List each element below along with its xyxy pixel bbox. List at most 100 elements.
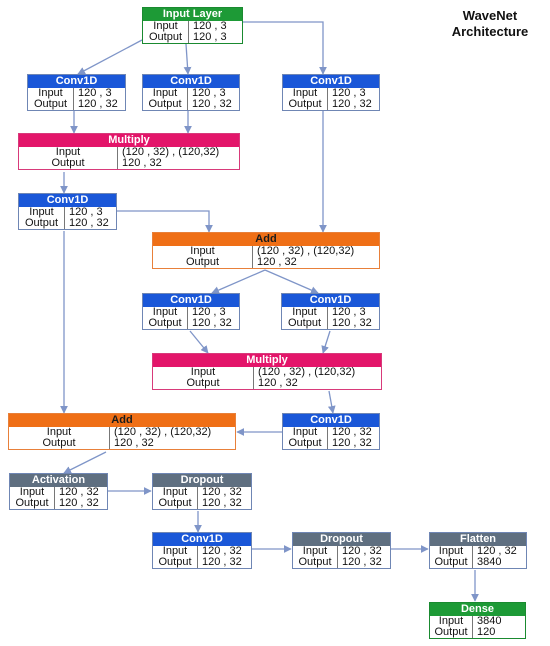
output-value: 120 , 32: [202, 557, 242, 568]
input-value: (120 , 32) , (120,32): [122, 147, 220, 158]
node-conv1d-1: Conv1D Input 120 , 3 Output 120 , 32: [27, 74, 126, 111]
edge-conv4-to-add1: [117, 210, 213, 233]
output-value: 120 , 32: [332, 438, 372, 449]
edge-multiply2-to-conv7: [327, 390, 336, 414]
node-header: Conv1D: [28, 75, 125, 88]
output-label: Output: [430, 557, 473, 568]
input-value: 120 , 3: [332, 307, 366, 318]
output-label: Output: [282, 318, 328, 329]
node-header: Multiply: [19, 134, 239, 147]
input-label: Input: [143, 21, 189, 32]
input-label: Input: [28, 88, 74, 99]
output-label: Output: [153, 557, 198, 568]
node-header: Conv1D: [143, 75, 239, 88]
input-value: (120 , 32) , (120,32): [258, 367, 356, 378]
node-header: Conv1D: [282, 294, 379, 307]
node-header: Multiply: [153, 354, 381, 367]
input-label: Input: [10, 487, 55, 498]
output-label: Output: [28, 99, 74, 110]
node-conv1d-3: Conv1D Input 120 , 3 Output 120 , 32: [282, 74, 380, 111]
edge-conv5-to-multiply2: [189, 330, 209, 354]
input-value: 120 , 32: [332, 427, 372, 438]
input-label: Input: [9, 427, 110, 438]
input-value: 120 , 3: [332, 88, 366, 99]
output-label: Output: [153, 257, 253, 268]
edge-add1-to-conv6: [264, 269, 319, 294]
output-label: Output: [283, 438, 328, 449]
output-label: Output: [19, 218, 65, 229]
output-value: 120 , 32: [202, 498, 242, 509]
input-label: Input: [19, 147, 118, 158]
output-label: Output: [283, 99, 328, 110]
edge-input-to-conv3: [243, 21, 327, 75]
input-label: Input: [430, 546, 473, 557]
input-value: 120 , 3: [78, 88, 112, 99]
input-value: 120 , 3: [192, 88, 226, 99]
node-conv1d-4: Conv1D Input 120 , 3 Output 120 , 32: [18, 193, 117, 230]
output-value: 120 , 32: [192, 99, 232, 110]
title-line-1: WaveNet: [462, 8, 518, 23]
input-label: Input: [282, 307, 328, 318]
output-value: 120 , 32: [69, 218, 109, 229]
node-multiply-2: Multiply Input (120 , 32) , (120,32) Outp…: [152, 353, 382, 390]
node-header: Dense: [430, 603, 525, 616]
output-value: 120 , 32: [192, 318, 232, 329]
output-value: 3840: [477, 557, 502, 568]
output-value: 120 , 32: [114, 438, 154, 449]
diagram-title: WaveNet Architecture: [438, 8, 542, 40]
input-label: Input: [143, 88, 188, 99]
input-value: (120 , 32) , (120,32): [257, 246, 355, 257]
input-value: 120 , 32: [342, 546, 382, 557]
node-header: Activation: [10, 474, 107, 487]
input-value: 120 , 3: [69, 207, 103, 218]
input-label: Input: [153, 367, 254, 378]
output-label: Output: [143, 318, 188, 329]
output-label: Output: [153, 378, 254, 389]
node-header: Conv1D: [283, 75, 379, 88]
output-value: 120 , 32: [332, 99, 372, 110]
output-value: 120 , 3: [193, 32, 227, 43]
input-label: Input: [283, 427, 328, 438]
edge-add1-to-conv5: [211, 269, 266, 294]
node-header: Conv1D: [19, 194, 116, 207]
node-header: Input Layer: [143, 8, 242, 21]
node-header: Conv1D: [143, 294, 239, 307]
output-value: 120 , 32: [59, 498, 99, 509]
input-value: 120 , 32: [202, 546, 242, 557]
input-label: Input: [19, 207, 65, 218]
edge-input-to-conv2: [183, 43, 192, 75]
input-value: 120 , 32: [59, 487, 99, 498]
node-multiply-1: Multiply Input(120 , 32) , (120,32) Outp…: [18, 133, 240, 170]
node-conv1d-2: Conv1D Input 120 , 3 Output 120 , 32: [142, 74, 240, 111]
output-label: Output: [143, 99, 188, 110]
input-value: 120 , 3: [192, 307, 226, 318]
output-label: Output: [143, 32, 189, 43]
output-value: 120 , 32: [342, 557, 382, 568]
output-value: 120 , 32: [78, 99, 118, 110]
edge-input-to-conv1: [77, 39, 143, 75]
node-header: Add: [153, 233, 379, 246]
input-value: 120 , 3: [193, 21, 227, 32]
node-header: Dropout: [293, 533, 390, 546]
node-header: Flatten: [430, 533, 526, 546]
input-value: 3840: [477, 616, 502, 627]
input-label: Input: [153, 487, 198, 498]
node-header: Dropout: [153, 474, 251, 487]
node-input-layer: Input Layer Input 120 , 3 Output 120 , 3: [142, 7, 243, 44]
output-value: 120 , 32: [122, 158, 162, 169]
output-value: 120 , 32: [332, 318, 372, 329]
input-label: Input: [430, 616, 473, 627]
node-header: Add: [9, 414, 235, 427]
output-label: Output: [293, 557, 338, 568]
node-conv1d-6: Conv1D Input 120 , 3 Output 120 , 32: [281, 293, 380, 330]
input-label: Input: [153, 246, 253, 257]
input-label: Input: [283, 88, 328, 99]
